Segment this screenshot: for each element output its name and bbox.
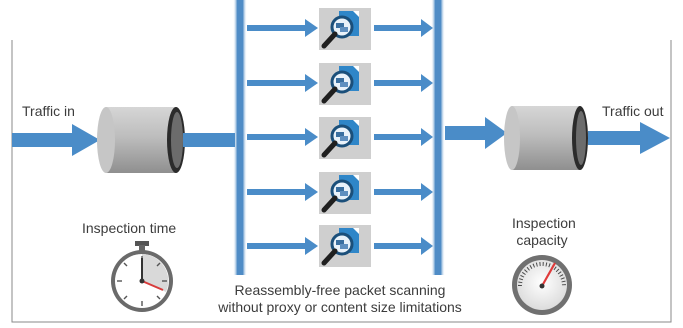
stream-row-4 [247, 183, 433, 201]
stopwatch-icon [111, 241, 173, 312]
caption-line2: without proxy or content size limitation… [218, 299, 462, 315]
traffic-out-arrow [588, 122, 670, 154]
inspection-capacity-label-line2: capacity [516, 232, 568, 248]
outbound-pipe-icon [504, 106, 588, 170]
stream-row-1 [247, 19, 433, 37]
bus-to-pipe-arrow [445, 117, 507, 149]
stream-row-5 [247, 237, 433, 255]
inspection-capacity-label-line1: Inspection [512, 215, 576, 231]
inbound-pipe-icon [97, 107, 185, 173]
traffic-in-label: Traffic in [22, 103, 75, 119]
left-bus-bar [233, 0, 247, 275]
speedometer-gauge-icon [512, 255, 572, 315]
inspector-icon-3 [319, 117, 371, 159]
inspector-icon-2 [319, 63, 371, 105]
stream-row-2 [247, 74, 433, 92]
traffic-in-arrow [12, 124, 100, 156]
pipe-to-bus-connector [183, 133, 235, 147]
right-bus-bar [431, 0, 445, 275]
inspector-icon-5 [319, 225, 371, 267]
caption-line1: Reassembly-free packet scanning [234, 282, 446, 298]
inspector-icon-4 [319, 172, 371, 214]
traffic-out-label: Traffic out [602, 103, 664, 119]
inspection-time-label: Inspection time [82, 220, 177, 236]
outer-frame [11, 40, 672, 323]
inspector-icon-1 [319, 8, 371, 50]
stream-row-3 [247, 128, 433, 146]
